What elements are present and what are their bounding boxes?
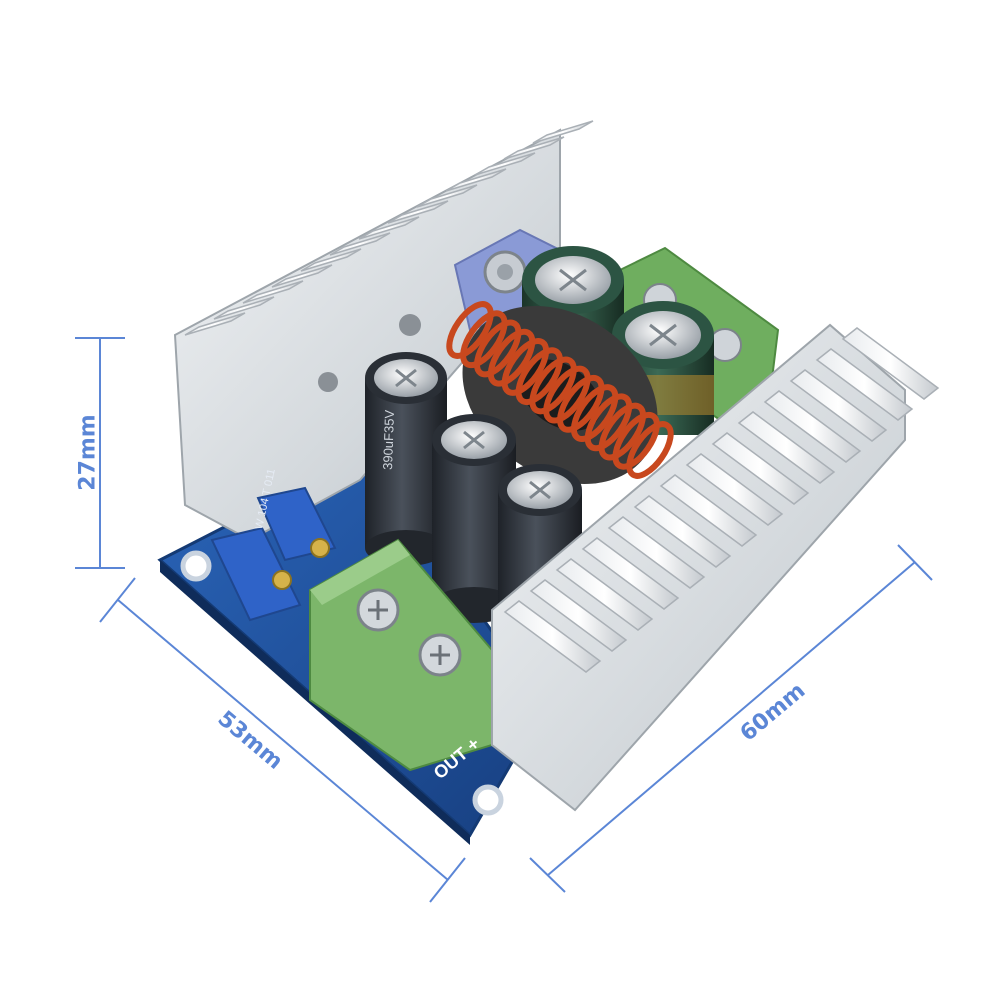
heatsink-fin (213, 296, 275, 320)
heatsink-fin (633, 495, 732, 568)
mount-hole (180, 550, 212, 582)
coil-winding (460, 310, 508, 369)
heatsink-fin (358, 216, 420, 240)
heatsink-fin (329, 232, 391, 256)
heatsink-fin (815, 348, 914, 421)
heatsink-back (173, 120, 594, 542)
coil-winding (612, 411, 660, 470)
potentiometer-2 (210, 526, 302, 622)
heatsink-fin (607, 516, 706, 589)
heatsink-fin (685, 453, 784, 526)
heatsink-fin (789, 369, 888, 442)
heatsink-fin (737, 411, 836, 484)
coil-winding (474, 319, 522, 378)
heatsink-fin (242, 280, 304, 304)
mount-hole (472, 784, 504, 816)
heatsink-fin (503, 600, 602, 673)
heatsink-fin (763, 390, 862, 463)
coil-winding (446, 301, 494, 359)
heatsink-fin (445, 168, 507, 192)
coil-winding (487, 328, 536, 387)
heatsink-fin (581, 537, 680, 610)
heatsink-fin (300, 248, 362, 272)
coil-winding (557, 374, 605, 433)
dimension-line-width (99, 577, 466, 903)
dimension-line-height (75, 337, 125, 569)
height-dimension-label: 27mm (75, 414, 101, 491)
heatsink-fin (659, 474, 758, 547)
potentiometer-1 (256, 486, 337, 562)
heatsink-fin (271, 264, 333, 288)
heatsink-screw-hole (399, 314, 421, 336)
heatsink-fin (387, 200, 449, 224)
coil-winding (529, 356, 577, 415)
heatsink-fin (184, 312, 246, 336)
coil-winding (584, 393, 633, 452)
dimension-line-length (529, 544, 933, 893)
heatsink-fin (416, 184, 478, 208)
coil-winding (570, 384, 619, 442)
adjust-screw-icon (272, 570, 292, 590)
heatsink-fin (532, 120, 594, 144)
coil-winding (626, 421, 674, 479)
heatsink-front (491, 323, 940, 812)
capacitor-marking: 390uF35V (380, 409, 397, 470)
heatsink-screw-hole (318, 372, 338, 392)
adjust-screw-icon (310, 538, 330, 558)
heatsink-fin (474, 152, 536, 176)
heatsink-fin (555, 558, 654, 631)
heatsink-fin (503, 136, 565, 160)
coil-winding (543, 365, 591, 424)
coil-winding (501, 338, 550, 396)
heatsink-fin (841, 327, 940, 400)
coil-winding (598, 402, 646, 461)
heatsink-fin (529, 579, 628, 652)
heatsink-fin (711, 432, 810, 505)
coil-winding (515, 347, 563, 406)
